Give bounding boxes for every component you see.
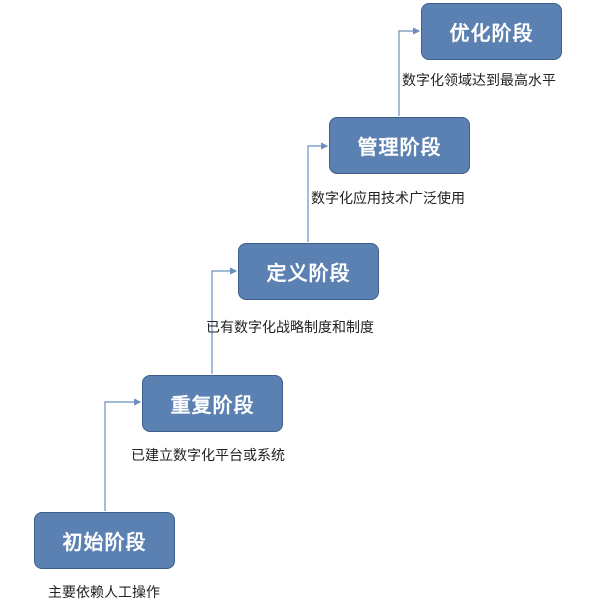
stage-box-optimizing: 优化阶段: [421, 3, 562, 60]
stage-box-repeatable: 重复阶段: [142, 375, 283, 432]
stage-box-managed: 管理阶段: [329, 117, 470, 174]
connector-3-4: [307, 142, 329, 242]
stage-description-managed: 数字化应用技术广泛使用: [311, 191, 465, 207]
stage-description-defined: 已有数字化战略制度和制度: [206, 320, 374, 336]
connector-1-2: [104, 398, 142, 511]
stage-description-optimizing: 数字化领域达到最高水平: [402, 73, 556, 89]
stage-box-initial: 初始阶段: [34, 512, 175, 569]
stage-box-defined: 定义阶段: [238, 243, 379, 300]
stage-description-repeatable: 已建立数字化平台或系统: [131, 448, 285, 464]
connector-4-5: [398, 27, 421, 116]
connector-2-3: [211, 267, 238, 374]
stage-description-initial: 主要依赖人工操作: [48, 585, 160, 601]
